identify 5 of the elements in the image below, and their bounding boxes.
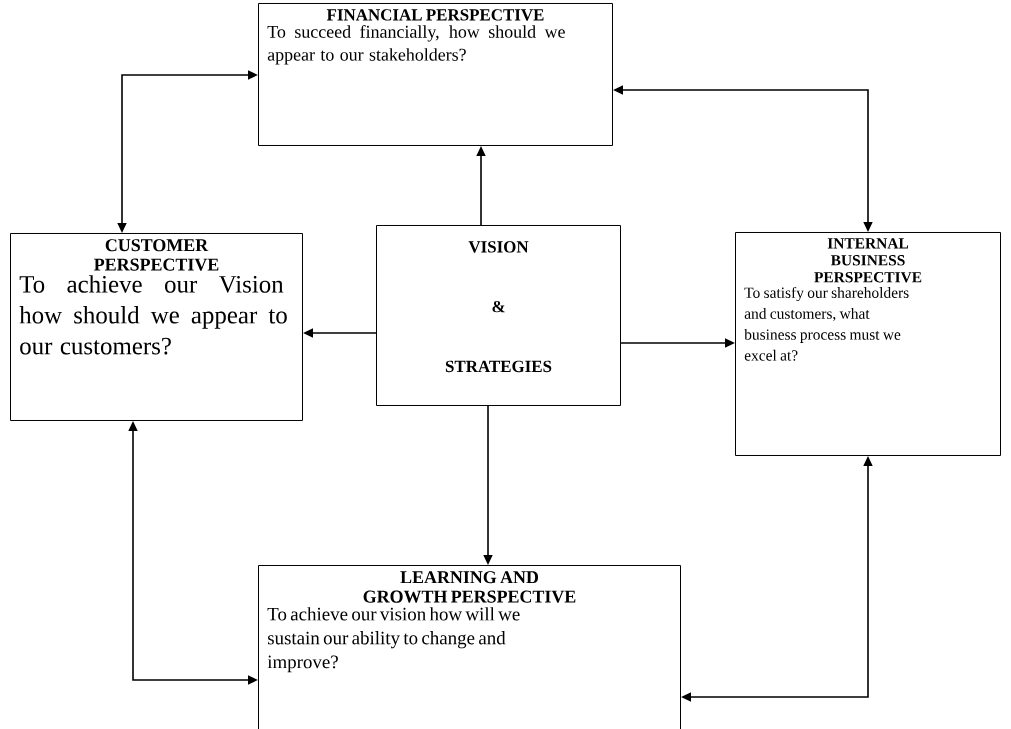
perspective-box: CUSTOMER PERSPECTIVE To achieve our Vision how should we appear to our customers?: [10, 233, 303, 421]
perspective-box: LEARNING AND GROWTH PERSPECTIVE To achieve our vision how will we sustain our ability to change and improve?: [258, 565, 681, 729]
perspective-box: FINANCIAL PERSPECTIVE To succeed financially, how should we appear to our stakeholders?: [258, 3, 613, 146]
perspective-box: INTERNAL BUSINESS PERSPECTIVE To satisfy our shareholders and customers, what business process must we excel at?: [735, 232, 1001, 456]
perspective-box: VISION & STRATEGIES: [376, 225, 621, 406]
